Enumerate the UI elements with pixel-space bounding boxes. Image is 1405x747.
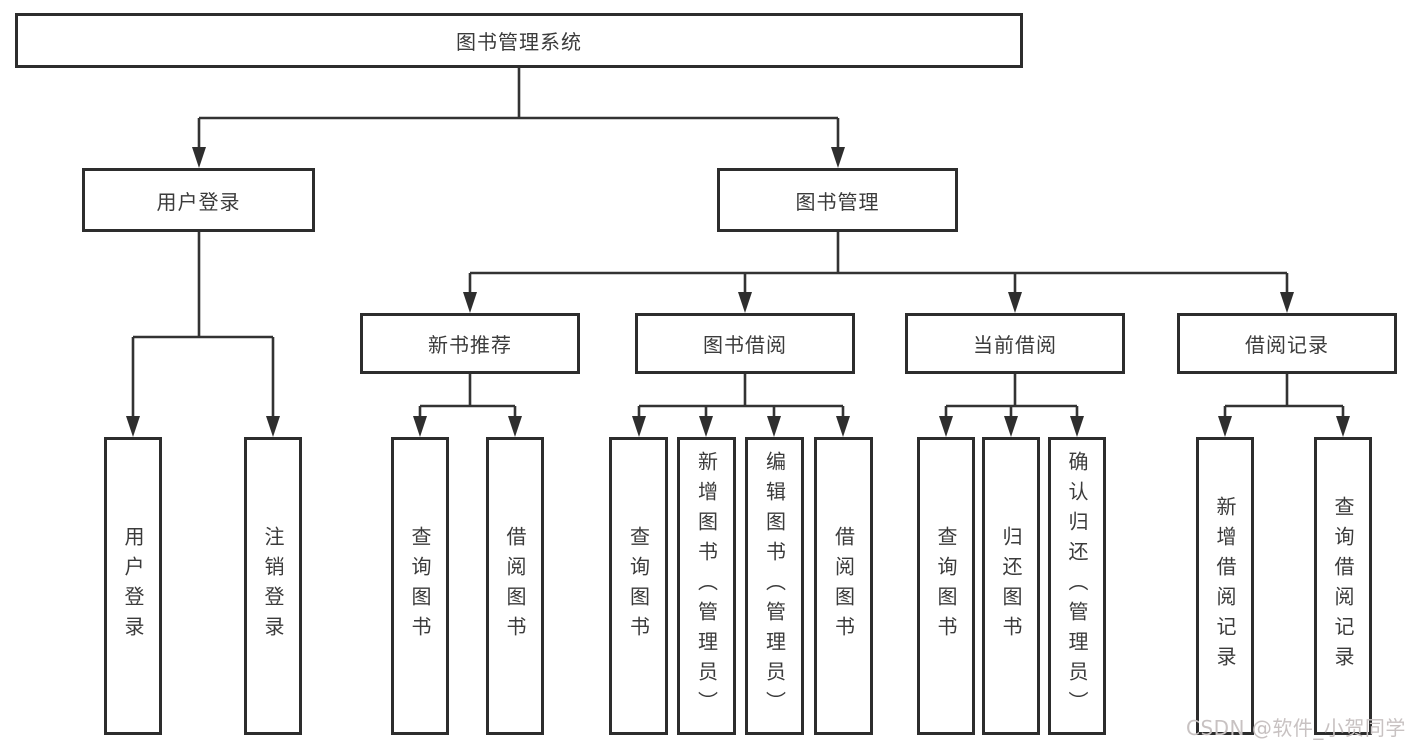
leaf-recommend-query-book: 查询图书 [391, 437, 449, 735]
connector-borrow [637, 374, 845, 420]
watermark: CSDN @软件_小贺同学 [1186, 716, 1405, 740]
node-root: 图书管理系统 [15, 13, 1023, 68]
leaf-current-query-book-label: 查询图书 [934, 526, 958, 646]
node-book-mgmt: 图书管理 [717, 168, 958, 232]
leaf-recommend-query-book-label: 查询图书 [408, 526, 432, 646]
leaf-borrow-add-book-admin: 新增图书（管理员） [677, 437, 736, 735]
connector-mgmt [468, 232, 1289, 296]
node-current-borrow-label: 当前借阅 [973, 333, 1057, 357]
leaf-current-query-book: 查询图书 [917, 437, 975, 735]
leaf-current-confirm-return-admin-label: 确认归还（管理员） [1065, 451, 1089, 721]
leaf-record-query-record: 查询借阅记录 [1314, 437, 1372, 735]
connector-current [944, 374, 1079, 420]
leaf-borrow-add-book-admin-label: 新增图书（管理员） [694, 451, 719, 721]
leaf-borrow-query-book-label: 查询图书 [626, 526, 651, 646]
leaf-recommend-borrow-book: 借阅图书 [486, 437, 544, 735]
connector-root [197, 68, 840, 150]
leaf-logout-label: 注销登录 [261, 526, 285, 646]
node-new-book-recommend-label: 新书推荐 [428, 333, 512, 357]
node-book-mgmt-label: 图书管理 [795, 189, 880, 214]
node-book-borrow: 图书借阅 [635, 313, 855, 374]
arrowheads [126, 147, 1350, 437]
node-current-borrow: 当前借阅 [905, 313, 1125, 374]
leaf-borrow-borrow-book: 借阅图书 [814, 437, 873, 735]
leaf-borrow-edit-book-admin-label: 编辑图书（管理员） [762, 451, 787, 721]
leaf-current-return-book-label: 归还图书 [999, 526, 1023, 646]
connector-recommend [418, 374, 517, 420]
leaf-borrow-borrow-book-label: 借阅图书 [831, 526, 856, 646]
node-user-login: 用户登录 [82, 168, 315, 232]
connector-login [131, 232, 275, 420]
leaf-borrow-edit-book-admin: 编辑图书（管理员） [745, 437, 804, 735]
connector-record [1223, 374, 1345, 420]
leaf-record-add-record: 新增借阅记录 [1196, 437, 1254, 735]
leaf-borrow-query-book: 查询图书 [609, 437, 668, 735]
leaf-current-return-book: 归还图书 [982, 437, 1040, 735]
leaf-record-query-record-label: 查询借阅记录 [1331, 496, 1355, 676]
leaf-user-login-label: 用户登录 [121, 526, 145, 646]
leaf-user-login: 用户登录 [104, 437, 162, 735]
node-new-book-recommend: 新书推荐 [360, 313, 580, 374]
leaf-record-add-record-label: 新增借阅记录 [1213, 496, 1237, 676]
node-user-login-label: 用户登录 [156, 189, 241, 214]
leaf-logout: 注销登录 [244, 437, 302, 735]
node-borrow-record-label: 借阅记录 [1245, 333, 1329, 357]
node-borrow-record: 借阅记录 [1177, 313, 1397, 374]
node-root-label: 图书管理系统 [456, 30, 582, 54]
leaf-recommend-borrow-book-label: 借阅图书 [503, 526, 527, 646]
leaf-current-confirm-return-admin: 确认归还（管理员） [1048, 437, 1106, 735]
node-book-borrow-label: 图书借阅 [703, 333, 787, 357]
